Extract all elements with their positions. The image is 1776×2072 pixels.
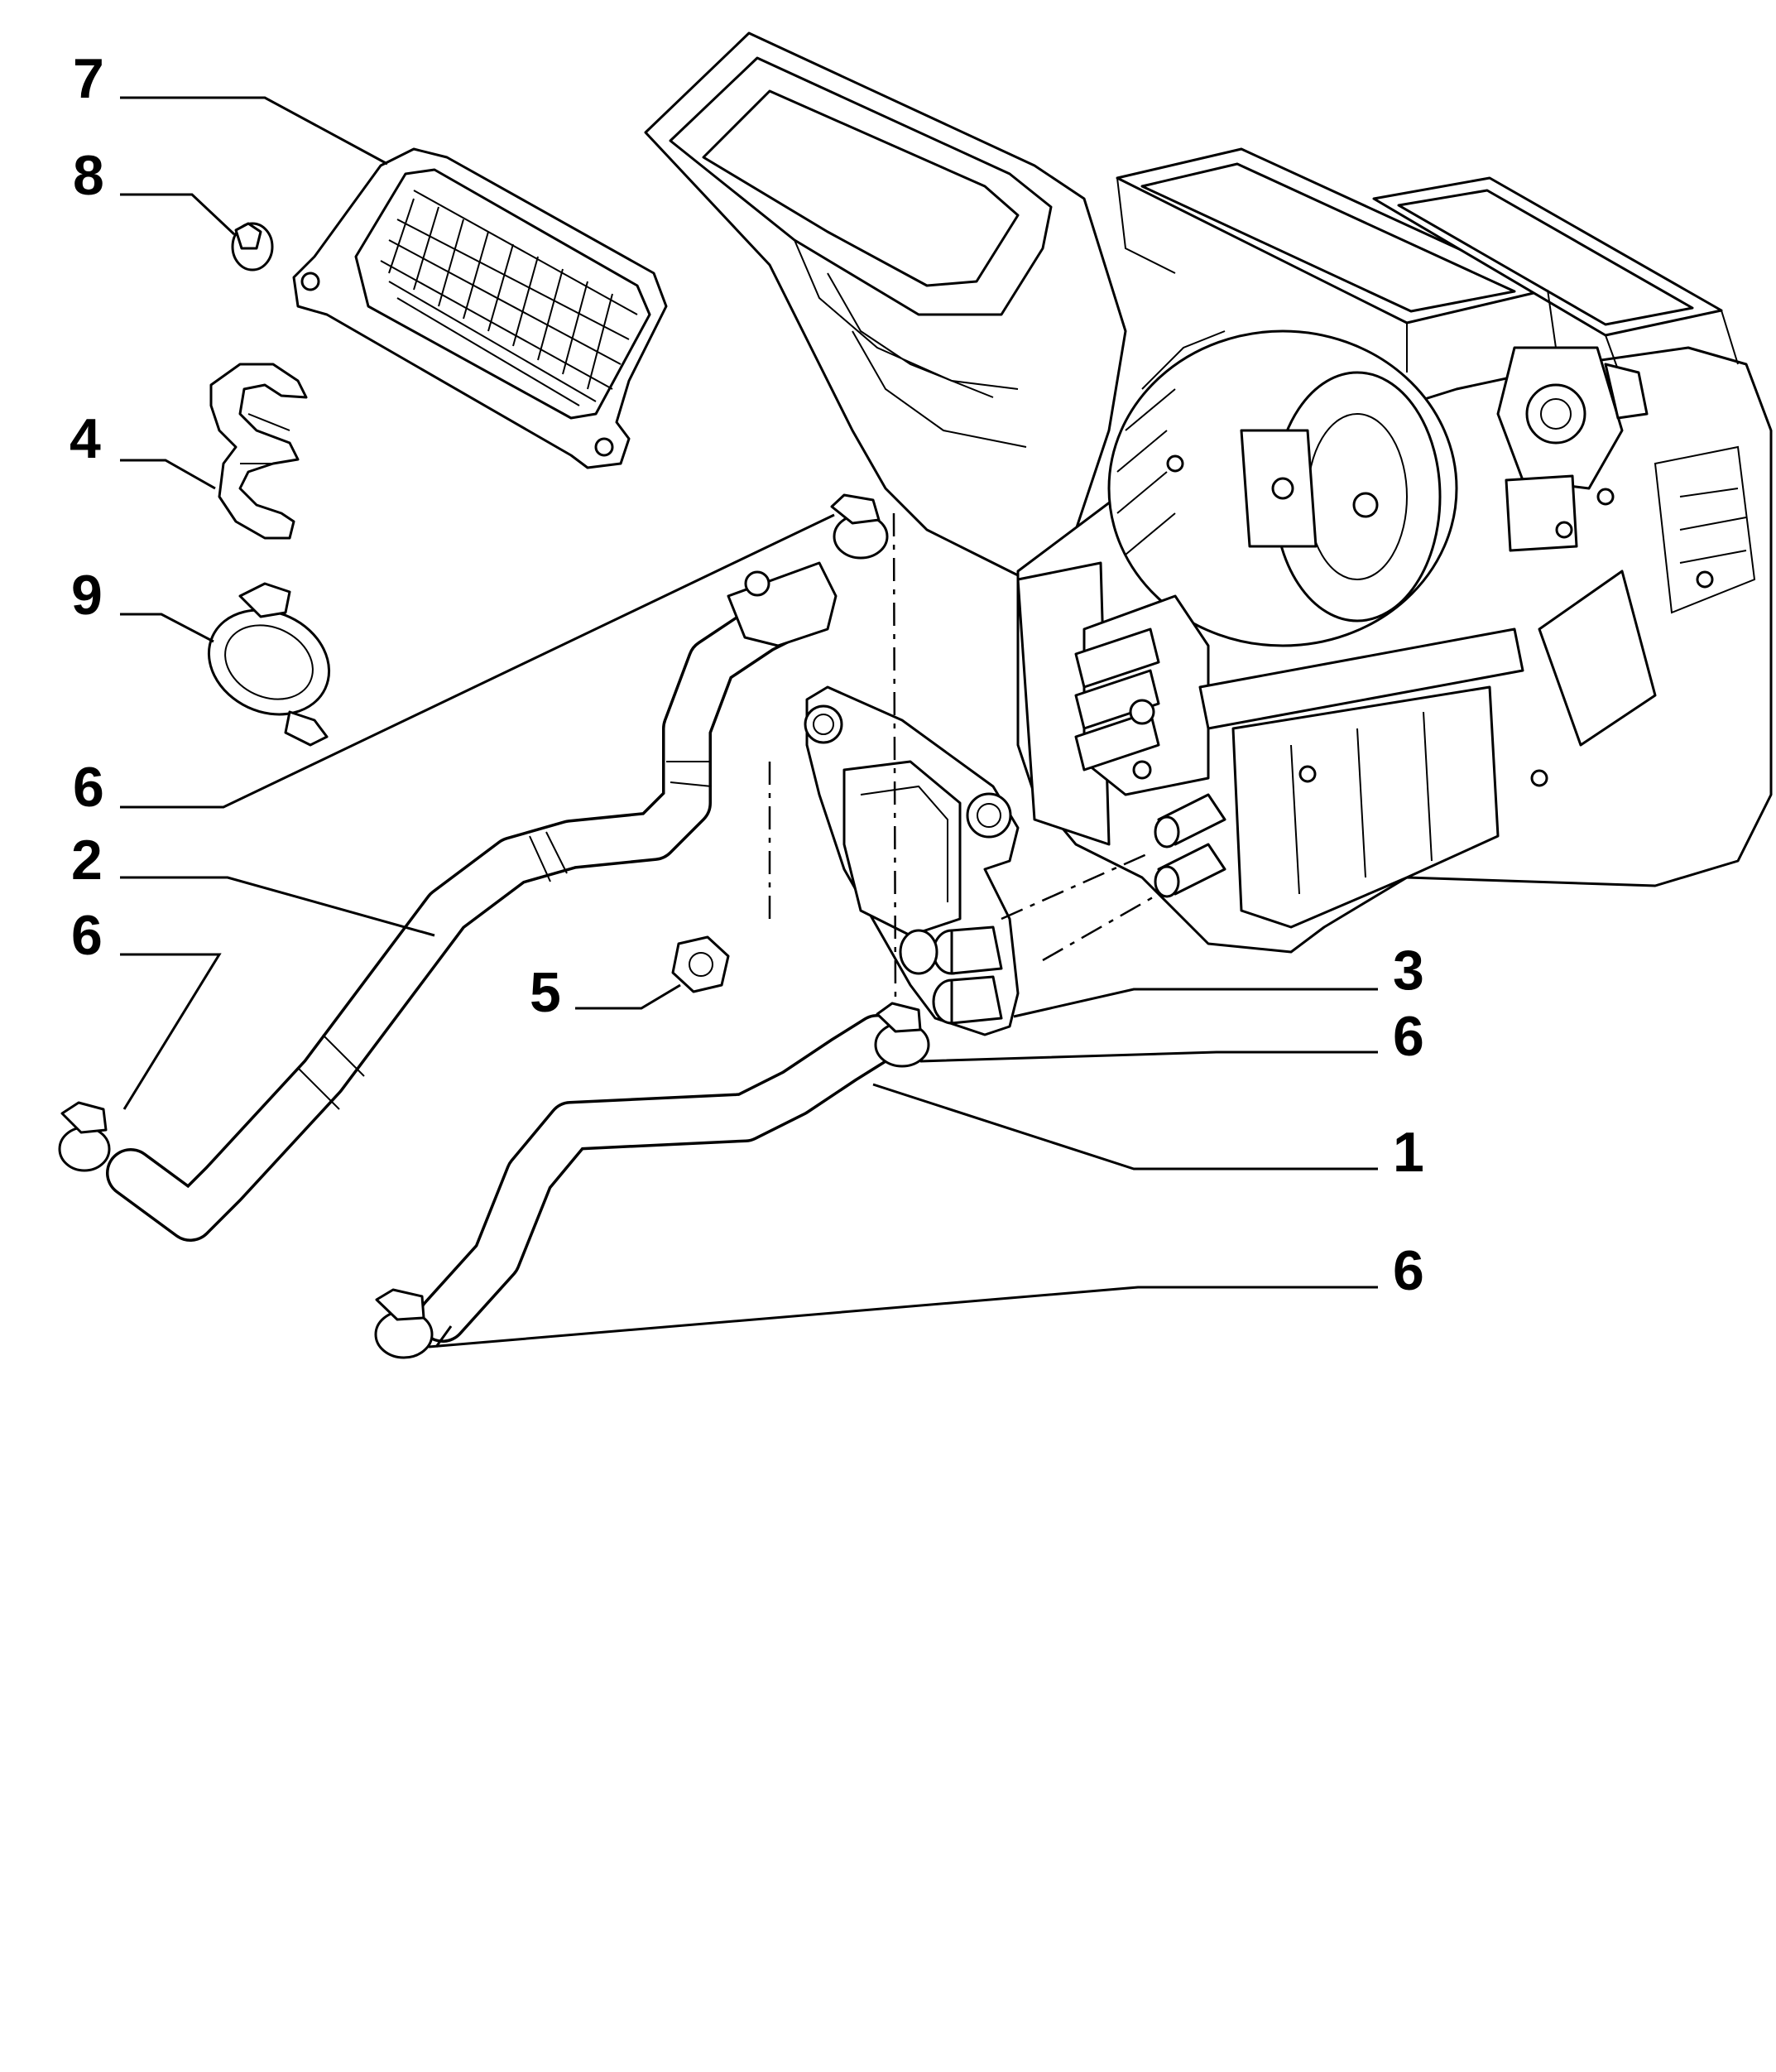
callout-8: 8 [73, 144, 104, 207]
clip-fastener [231, 222, 274, 272]
leader-5 [575, 983, 681, 1010]
callout-6a: 6 [73, 756, 104, 819]
hvac-housing [644, 31, 1773, 954]
callout-3: 3 [1393, 939, 1424, 1002]
callout-6d: 6 [1393, 1239, 1424, 1302]
leader-6a [120, 513, 835, 809]
hose-lower [418, 1014, 902, 1343]
leader-2 [120, 876, 435, 937]
callout-labels: 7 8 4 9 6 2 6 5 3 6 1 6 [70, 47, 1424, 1302]
bracket-clip [209, 363, 308, 540]
leader-1 [872, 1083, 1378, 1171]
leader-8 [120, 193, 236, 236]
callout-5: 5 [530, 961, 561, 1024]
callout-6c: 6 [1393, 1005, 1424, 1068]
callout-4: 4 [70, 407, 101, 470]
hose-clamp-d [374, 1288, 434, 1359]
leader-6b [120, 953, 222, 1110]
hose-clamp-c [874, 1002, 930, 1068]
hex-nut [671, 935, 730, 993]
callout-6b: 6 [71, 904, 103, 967]
leader-6d-b [434, 1325, 453, 1348]
leader-6d [428, 1286, 1378, 1348]
leader-7 [120, 96, 388, 166]
callout-2: 2 [71, 829, 103, 892]
leader-4 [120, 459, 216, 490]
hose-upper [106, 561, 838, 1242]
callout-9: 9 [71, 564, 103, 627]
hose-clamp-b [58, 1101, 111, 1172]
hose-clamp-a [830, 493, 889, 560]
assembly-lines [768, 512, 1159, 1002]
callout-1: 1 [1393, 1121, 1424, 1184]
leader-3 [1013, 988, 1378, 1018]
cabin-filter [292, 147, 668, 469]
leader-9 [120, 613, 214, 643]
filter-grid [380, 190, 638, 406]
leader-lines [120, 96, 1378, 1348]
callout-7: 7 [73, 47, 104, 110]
leader-6c [919, 1050, 1378, 1063]
heater-core-plate [804, 685, 1020, 1036]
ring-clamp [207, 582, 331, 747]
